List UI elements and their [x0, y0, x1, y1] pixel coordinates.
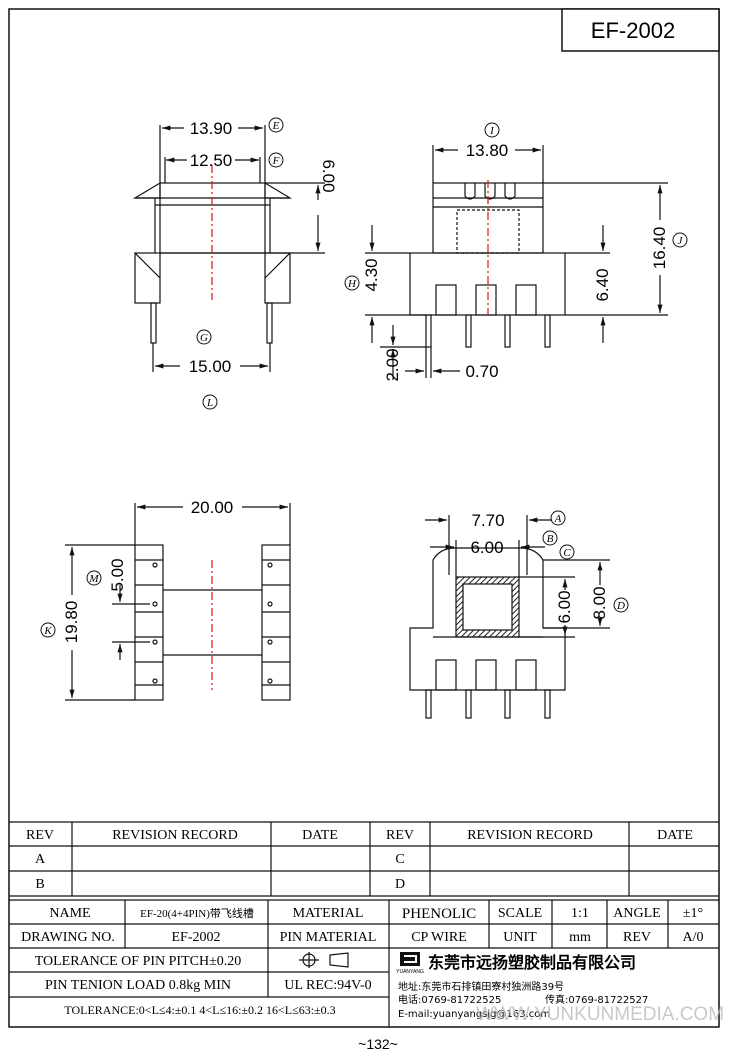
dim-front-inner: 12.50	[190, 151, 233, 170]
company-email: E-mail:yuanyangsjg@163.com	[398, 1009, 550, 1020]
dim-side-block: 6.40	[593, 268, 612, 301]
dim-front-pin-span: 15.00	[189, 357, 232, 376]
dim-section-height: 8.00	[590, 586, 609, 619]
pin-material-value: CP WIRE	[411, 930, 467, 945]
drawing-no-label: DRAWING NO.	[21, 930, 115, 945]
company-logo-text: YUANYANG	[396, 969, 424, 975]
marker-g: G	[200, 332, 208, 344]
scale-label: SCALE	[498, 906, 542, 921]
angle-label: ANGLE	[613, 906, 660, 921]
date-header-2: DATE	[657, 828, 693, 843]
dim-front-overall: 13.90	[190, 119, 233, 138]
marker-j: J	[678, 235, 684, 247]
pin-material-label: PIN MATERIAL	[280, 930, 377, 945]
bottom-view	[65, 503, 291, 701]
angle-value: ±1°	[683, 906, 703, 921]
marker-c: C	[563, 547, 571, 559]
rev-record-header-1: REVISION RECORD	[112, 828, 238, 843]
rev-d: D	[395, 877, 405, 892]
section-view	[409, 515, 610, 719]
marker-i: I	[489, 125, 495, 137]
marker-h: H	[347, 278, 357, 290]
name-value: EF-20(4+4PIN)带飞线槽	[140, 906, 254, 920]
rev-label: REV	[623, 930, 651, 945]
name-label: NAME	[49, 906, 90, 921]
company-fax: 传真:0769-81722527	[545, 993, 648, 1006]
marker-b: B	[547, 533, 554, 545]
dim-side-pin-dia: 0.70	[465, 362, 498, 381]
pin-tension: PIN TENION LOAD 0.8kg MIN	[45, 978, 231, 993]
sheet-border	[8, 8, 720, 1028]
part-number-title: EF-2002	[591, 18, 675, 43]
part-number-box	[561, 8, 720, 52]
ul-rec: UL REC:94V-0	[284, 978, 371, 993]
watermark: WWW.YUNKUNMEDIA.COM	[476, 1004, 724, 1025]
dim-side-width: 13.80	[466, 141, 509, 160]
rev-b: B	[35, 877, 44, 892]
front-view	[132, 125, 325, 372]
marker-e: E	[272, 120, 280, 132]
page-number: ~132~	[358, 1036, 398, 1052]
material-label: MATERIAL	[293, 906, 364, 921]
dim-bottom-height: 19.80	[62, 601, 81, 644]
date-header-1: DATE	[302, 828, 338, 843]
dim-side-pin-len: 2.00	[383, 348, 402, 381]
title-block-grid	[9, 899, 719, 1027]
dim-section-outer: 7.70	[471, 511, 504, 530]
rev-record-header-2: REVISION RECORD	[467, 828, 593, 843]
dim-side-height: 16.40	[650, 227, 669, 270]
marker-k: K	[43, 625, 52, 637]
dim-bottom-length: 20.00	[191, 498, 234, 517]
pin-pitch-tolerance: TOLERANCE OF PIN PITCH±0.20	[35, 954, 242, 969]
marker-m: M	[88, 573, 99, 585]
material-value: PHENOLIC	[402, 906, 476, 922]
dim-side-base: 4.30	[362, 258, 381, 291]
marker-d: D	[616, 600, 625, 612]
rev-header-1: REV	[26, 828, 54, 843]
company-name: 东莞市远扬塑胶制品有限公司	[428, 953, 636, 972]
rev-header-2: REV	[386, 828, 414, 843]
rev-c: C	[395, 852, 404, 867]
rev-value: A/0	[683, 930, 704, 945]
revision-table	[9, 821, 719, 897]
company-phone: 电话:0769-81722525	[398, 993, 501, 1006]
marker-f: F	[272, 155, 280, 167]
marker-a: A	[554, 513, 562, 525]
drawing-no-value: EF-2002	[172, 930, 221, 945]
unit-value: mm	[569, 930, 591, 945]
company-address: 地址:东莞市石排镇田寮村独洲路39号	[398, 980, 564, 993]
rev-a: A	[35, 852, 46, 867]
tolerance: TOLERANCE:0<L≤4:±0.1 4<L≤16:±0.2 16<L≤63…	[64, 1003, 335, 1017]
unit-label: UNIT	[503, 930, 537, 945]
dim-section-inner: 6.00	[470, 538, 503, 557]
dim-section-window: 6.00	[555, 590, 574, 623]
dim-front-height: 6.00	[319, 159, 338, 192]
scale-value: 1:1	[571, 906, 589, 921]
dim-bottom-pitch: 5.00	[108, 558, 127, 591]
side-view	[365, 145, 668, 380]
marker-l: L	[206, 397, 213, 409]
